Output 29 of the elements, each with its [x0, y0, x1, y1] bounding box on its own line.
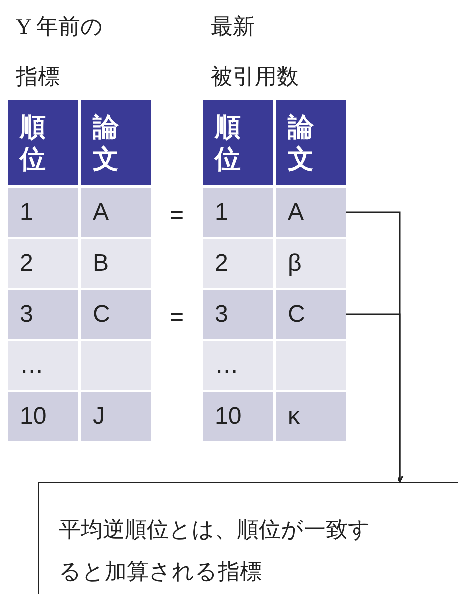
header-cell: 論文: [81, 100, 151, 185]
table-cell: κ: [276, 392, 346, 441]
table-cell: 2: [8, 239, 78, 288]
header-cell: 論文: [276, 100, 346, 185]
table-cell: 2: [203, 239, 273, 288]
table-cell: 3: [8, 290, 78, 339]
column-heading: Y 年前の: [16, 13, 104, 41]
column-heading: 被引用数: [211, 63, 299, 91]
table-cell: 10: [8, 392, 78, 441]
table-cell: 10: [203, 392, 273, 441]
table-cell: B: [81, 239, 151, 288]
table-cell: 1: [203, 188, 273, 237]
table-cell: C: [81, 290, 151, 339]
table-cell: C: [276, 290, 346, 339]
header-cell: 順位: [8, 100, 78, 185]
equals-sign: =: [170, 202, 184, 230]
column-heading: 最新: [211, 13, 255, 41]
table-cell: J: [81, 392, 151, 441]
table-cell: β: [276, 239, 346, 288]
table-cell: A: [276, 188, 346, 237]
column-heading: 指標: [16, 63, 60, 91]
table-cell: 3: [203, 290, 273, 339]
header-cell: 順位: [203, 100, 273, 185]
table-cell: A: [81, 188, 151, 237]
table-cell: …: [203, 341, 273, 390]
table-cell: …: [8, 341, 78, 390]
equals-sign: =: [170, 304, 184, 332]
table-cell: 1: [8, 188, 78, 237]
note-box: 平均逆順位とは、順位が一致すると加算される指標: [38, 482, 458, 594]
